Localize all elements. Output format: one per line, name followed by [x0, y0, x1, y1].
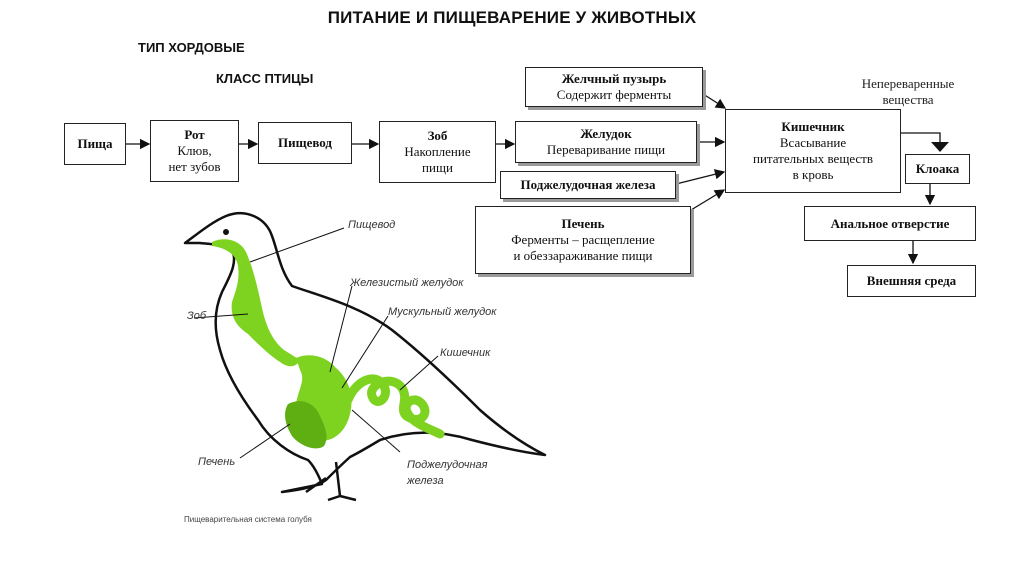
- box-stomach: Желудок Переваривание пищи: [515, 121, 697, 163]
- box-mouth-title: Рот: [184, 127, 205, 142]
- subtitle-class: КЛАСС ПТИЦЫ: [216, 71, 314, 86]
- box-crop: Зоб Накопление пищи: [379, 121, 496, 183]
- box-stomach-line1: Переваривание пищи: [546, 142, 666, 157]
- pigeon-illustration: [183, 211, 547, 502]
- page-title: ПИТАНИЕ И ПИЩЕВАРЕНИЕ У ЖИВОТНЫХ: [327, 8, 697, 27]
- bird-label-pancreas-1: Поджелудочная: [407, 459, 488, 471]
- bird-label-esophagus: Пищевод: [348, 219, 396, 231]
- subtitle-type: ТИП ХОРДОВЫЕ: [138, 40, 245, 55]
- box-environment: Внешняя среда: [847, 265, 976, 297]
- box-intestine-line2: питательных веществ: [752, 151, 874, 166]
- undigested-line1: Непереваренные: [861, 76, 955, 91]
- bird-label-muscular-stomach: Мускульный желудок: [388, 306, 497, 318]
- box-food: Пища: [64, 123, 126, 165]
- box-intestine-line3: в кровь: [792, 167, 834, 182]
- box-esophagus-label: Пищевод: [278, 135, 332, 150]
- box-intestine: Кишечник Всасывание питательных веществ …: [725, 109, 901, 193]
- bird-label-crop: Зоб: [187, 310, 207, 322]
- box-liver-title: Печень: [561, 216, 605, 231]
- box-pancreas-label: Поджелудочная железа: [520, 177, 656, 192]
- box-crop-title: Зоб: [427, 128, 448, 143]
- box-anus: Анальное отверстие: [804, 206, 976, 241]
- box-intestine-title: Кишечник: [781, 119, 845, 134]
- organ-intestine: [343, 374, 445, 439]
- box-environment-label: Внешняя среда: [866, 273, 957, 288]
- box-crop-line1: Накопление: [404, 144, 471, 159]
- undigested-note: Непереваренные вещества: [848, 76, 968, 108]
- box-gallbladder-line1: Содержит ферменты: [556, 87, 672, 102]
- bird-label-glandular-stomach: Железистый желудок: [350, 277, 464, 289]
- undigested-line2: вещества: [882, 92, 934, 107]
- box-cloaca: Клоака: [905, 154, 970, 184]
- box-liver: Печень Ферменты – расщепление и обеззара…: [475, 206, 691, 274]
- box-mouth-line2: нет зубов: [168, 159, 221, 174]
- box-crop-line2: пищи: [422, 160, 453, 175]
- bird-label-intestine: Кишечник: [440, 347, 491, 359]
- pigeon-outline: [183, 211, 547, 494]
- box-food-label: Пища: [77, 136, 113, 151]
- pigeon-legs: [305, 461, 357, 502]
- pigeon-eye: [223, 229, 229, 235]
- box-anus-label: Анальное отверстие: [830, 215, 950, 231]
- box-liver-line1: Ферменты – расщепление: [511, 232, 655, 247]
- box-gallbladder: Желчный пузырь Содержит ферменты: [525, 67, 703, 107]
- box-intestine-line1: Всасывание: [779, 135, 847, 150]
- bird-label-pancreas-2: железа: [407, 475, 444, 487]
- figure-caption: Пищеварительная система голубя: [184, 515, 312, 524]
- box-stomach-title: Желудок: [580, 126, 632, 141]
- organ-liver: [285, 401, 327, 449]
- box-mouth: Рот Клюв, нет зубов: [150, 120, 239, 182]
- bird-label-liver: Печень: [198, 456, 236, 468]
- box-esophagus: Пищевод: [258, 122, 352, 164]
- box-pancreas: Поджелудочная железа: [500, 171, 676, 199]
- box-gallbladder-title: Желчный пузырь: [561, 71, 667, 86]
- box-liver-line2: и обеззараживание пищи: [513, 248, 653, 263]
- organ-esophagus-crop: [212, 239, 300, 367]
- box-mouth-line1: Клюв,: [177, 143, 212, 158]
- box-cloaca-label: Клоака: [915, 161, 960, 176]
